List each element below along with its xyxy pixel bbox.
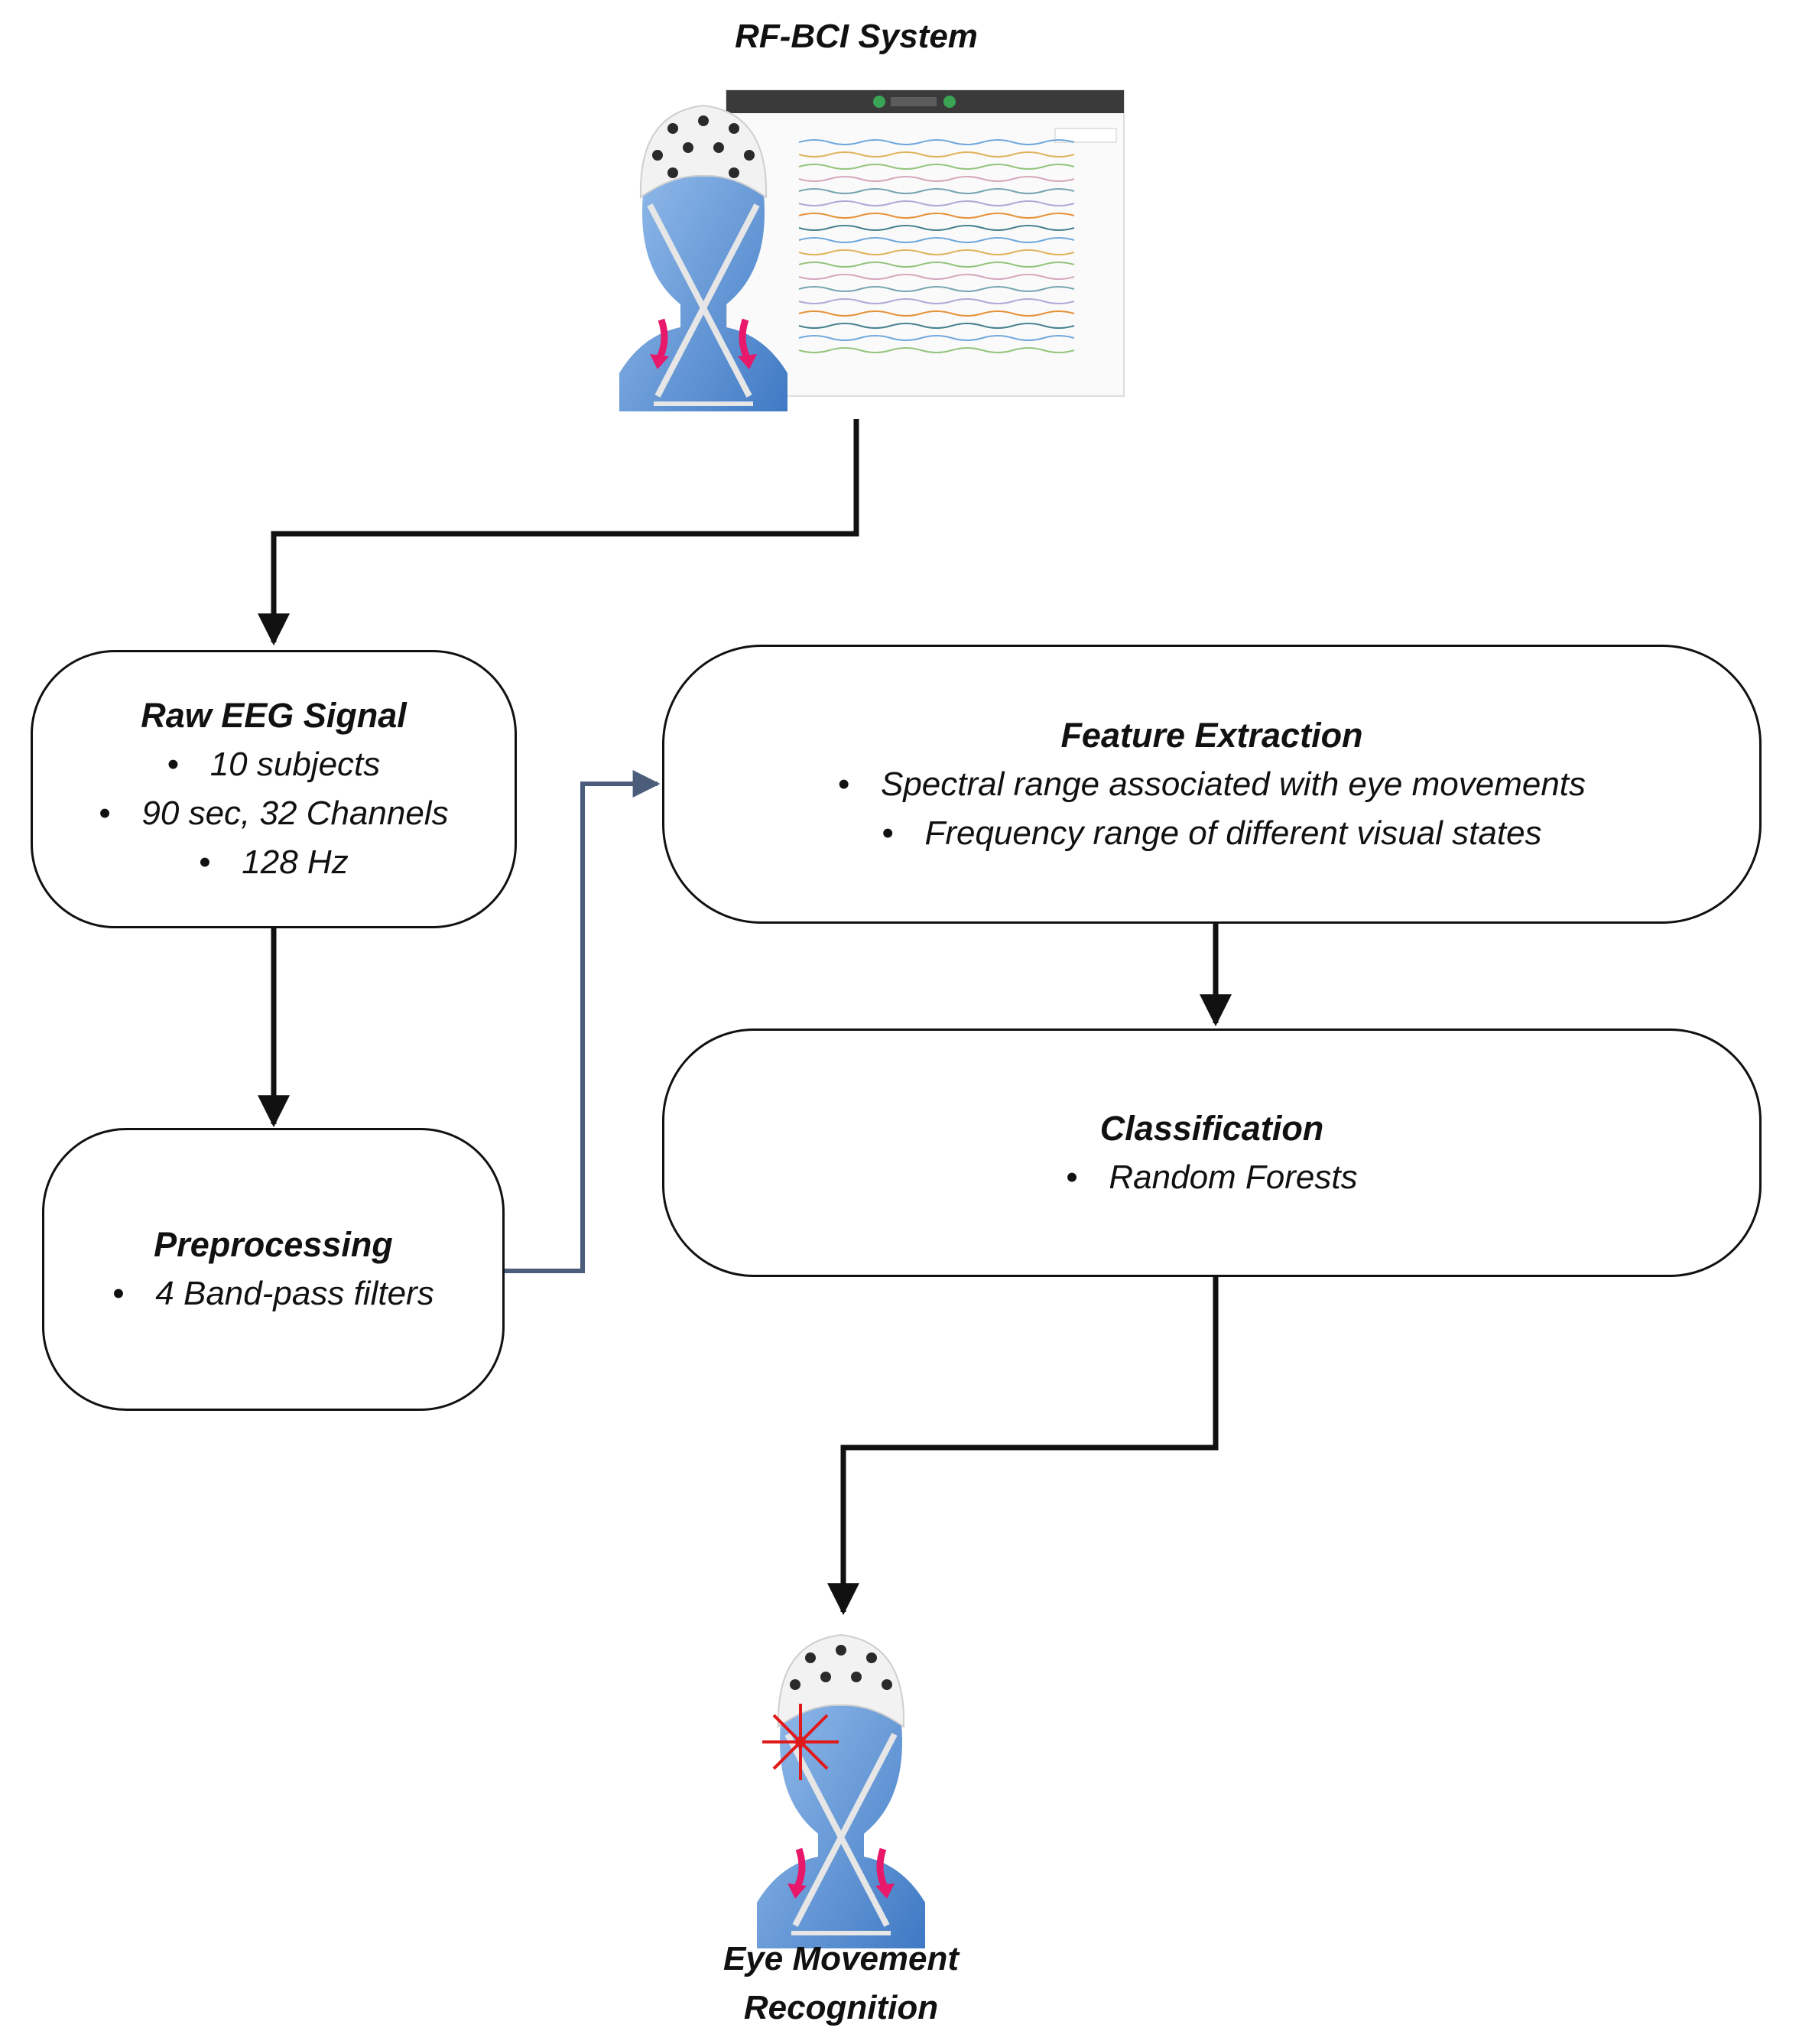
output-title-line-2: Recognition	[743, 1989, 939, 2026]
eye-movement-head-illustration	[757, 1633, 925, 1948]
edge-preprocessing-to-feature-extraction	[505, 770, 661, 1273]
raw-eeg-signal-title: Raw EEG Signal	[141, 696, 407, 735]
bullet-item: Random Forests	[1066, 1153, 1357, 1202]
raw-eeg-signal-bullets: 10 subjects 90 sec, 32 Channels 128 Hz	[99, 740, 448, 887]
output-title: Eye Movement Recognition	[612, 1935, 1070, 2033]
classification-node: Classification Random Forests	[662, 1028, 1762, 1277]
feature-extraction-bullets: Spectral range associated with eye movem…	[838, 760, 1586, 858]
classification-title: Classification	[1099, 1108, 1324, 1148]
edge-classification-to-output	[827, 1275, 1219, 1616]
feature-extraction-title: Feature Extraction	[1060, 715, 1363, 755]
edge-system-to-raw-eeg	[258, 419, 859, 646]
head-with-eeg-cap	[619, 104, 787, 411]
eye-movement-burst-icon	[762, 1704, 839, 1780]
bullet-item: 90 sec, 32 Channels	[99, 789, 448, 838]
bullet-item: Frequency range of different visual stat…	[838, 809, 1586, 858]
feature-extraction-node: Feature Extraction Spectral range associ…	[662, 645, 1762, 924]
output-title-line-1: Eye Movement	[723, 1940, 960, 1977]
eeg-recording-window	[726, 89, 1125, 397]
system-title: RF-BCI System	[735, 18, 978, 55]
bullet-item: 10 subjects	[99, 740, 448, 789]
eeg-trace-lines	[798, 139, 1075, 353]
preprocessing-title: Preprocessing	[154, 1225, 393, 1264]
classification-bullets: Random Forests	[1066, 1153, 1357, 1202]
preprocessing-bullets: 4 Band-pass filters	[112, 1269, 434, 1318]
bullet-item: 128 Hz	[99, 838, 448, 887]
raw-eeg-signal-node: Raw EEG Signal 10 subjects 90 sec, 32 Ch…	[31, 650, 517, 928]
eeg-system-illustration	[619, 89, 1125, 411]
bullet-item: Spectral range associated with eye movem…	[838, 760, 1586, 809]
bullet-item: 4 Band-pass filters	[112, 1269, 434, 1318]
preprocessing-node: Preprocessing 4 Band-pass filters	[42, 1128, 505, 1411]
